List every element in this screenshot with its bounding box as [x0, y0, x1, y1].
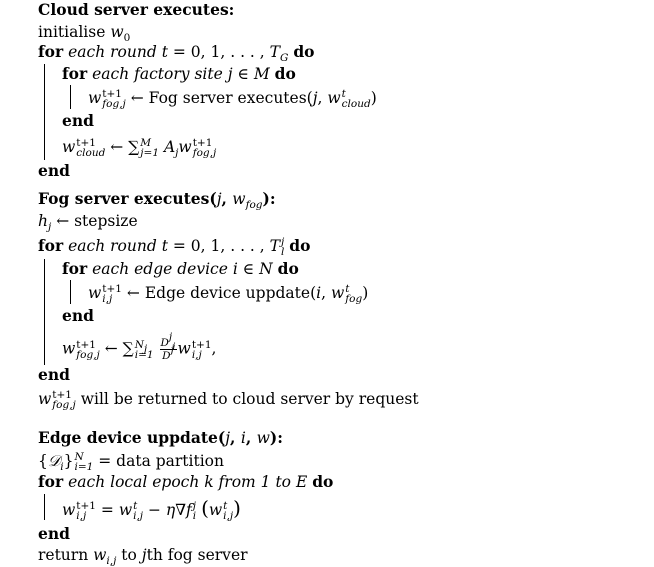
edge-end: end: [38, 524, 70, 543]
cloud-inner-bar: [70, 85, 71, 109]
fog-for-bar: [44, 259, 45, 365]
fog-inner-for-line: for each edge device i ∈ N do: [62, 259, 299, 278]
cloud-header: Cloud server executes:: [38, 0, 235, 19]
cloud-for-line: for each round t = 0, 1, . . . , TG do: [38, 42, 315, 64]
fog-inner-end: end: [62, 306, 94, 325]
edge-for-bar: [44, 494, 45, 520]
fog-end: end: [38, 365, 70, 384]
edge-for-line: for each local epoch k from 1 to E do: [38, 472, 334, 491]
fog-header: Fog server executes(j, wfog):: [38, 189, 276, 211]
cloud-for-bar: [44, 64, 45, 160]
cloud-inner-for-line: for each factory site j ∈ M do: [62, 64, 296, 83]
cloud-init-line: initialise w0: [38, 23, 131, 44]
cloud-inner-end: end: [62, 111, 94, 130]
cloud-end: end: [38, 161, 70, 180]
edge-header: Edge device uppdate(j, i, w):: [38, 428, 283, 447]
edge-return-line: return wi,j to jth fog server: [38, 546, 248, 567]
fog-h-line: hj ← stepsize: [38, 212, 138, 233]
fog-inner-bar: [70, 280, 71, 304]
